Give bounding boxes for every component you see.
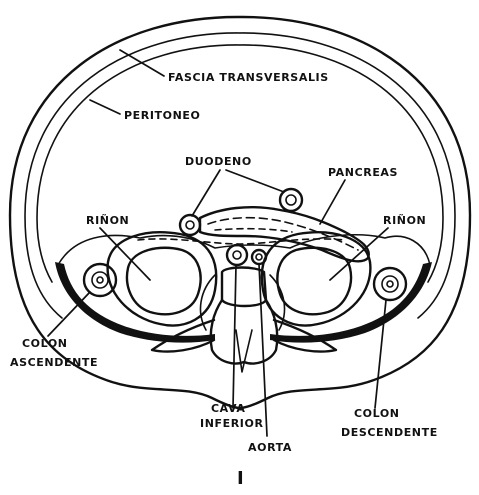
ascending-colon-center [97, 277, 103, 283]
label-colon-descendente-1: COLON [354, 407, 400, 420]
label-rinon-right: RIÑON [383, 214, 426, 227]
label-cava-inferior-1: CAVA [211, 402, 246, 415]
duodenum-left [180, 215, 200, 235]
leader-peritoneo [90, 100, 120, 114]
aorta-lumen [256, 254, 262, 260]
retroperitoneal-fascia [138, 239, 345, 244]
leader-fascia-transversalis [120, 50, 164, 76]
label-cava-inferior-2: INFERIOR [200, 417, 264, 430]
descending-colon-lumen [382, 276, 398, 292]
ascending-colon-lumen [92, 272, 108, 288]
leader-duodeno-left [192, 170, 220, 216]
descending-colon [374, 268, 406, 300]
label-aorta: AORTA [248, 441, 292, 454]
leader-colon-descendente [375, 300, 386, 408]
pancreas [200, 207, 369, 261]
leader-cava-inferior [233, 265, 236, 408]
label-colon-descendente-2: DESCENDENTE [341, 426, 438, 439]
label-duodeno: DUODENO [185, 155, 252, 168]
label-rinon-left: RIÑON [86, 214, 129, 227]
label-fascia-transversalis: FASCIA TRANSVERSALIS [168, 71, 329, 84]
spinous-process [236, 330, 252, 372]
descending-colon-center [387, 281, 393, 287]
leader-pancreas [320, 180, 345, 224]
leader-colon-ascendente [48, 292, 90, 336]
duodenum-right-lumen [286, 195, 296, 205]
inferior-vena-cava [227, 245, 247, 265]
inferior-vena-cava-lumen [233, 251, 241, 259]
ascending-colon [84, 264, 116, 296]
aorta [252, 250, 266, 264]
left-kidney [127, 248, 201, 315]
pancreas-lobulation-2 [215, 229, 292, 232]
label-pancreas: PANCREAS [328, 166, 398, 179]
label-colon-ascendente-1: COLON [22, 337, 68, 350]
vertebral-arch [211, 300, 278, 364]
figure-number: I [237, 468, 244, 489]
duodenum-left-lumen [186, 221, 194, 229]
leader-duodeno-right [226, 170, 284, 192]
label-peritoneo: PERITONEO [124, 109, 200, 122]
label-colon-ascendente-2: ASCENDENTE [10, 356, 98, 369]
